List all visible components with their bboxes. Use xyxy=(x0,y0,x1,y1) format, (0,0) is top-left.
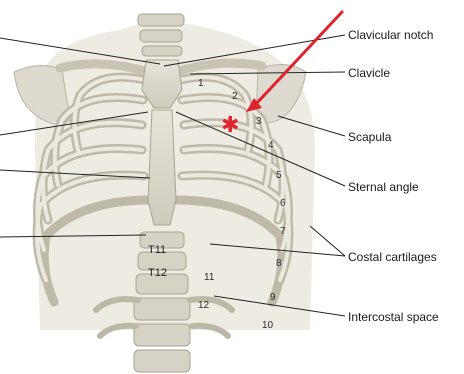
rib-number-10: 10 xyxy=(262,320,274,331)
label-costal-cartilages: Costal cartilages xyxy=(348,250,437,264)
rib-number-5: 5 xyxy=(276,170,282,181)
label-clavicle: Clavicle xyxy=(348,66,390,80)
rib-number-3: 3 xyxy=(256,116,262,127)
label-scapula: Scapula xyxy=(348,130,391,144)
rib-number-4: 4 xyxy=(268,140,274,151)
rib-number-6: 6 xyxy=(280,198,286,209)
label-sternal-angle: Sternal angle xyxy=(348,180,419,194)
label-intercostal-space: Intercostal space xyxy=(348,310,439,324)
rib-number-12: 12 xyxy=(198,300,210,311)
asterisk-icon: ✱ xyxy=(221,113,239,138)
rib-number-2: 2 xyxy=(232,91,238,102)
label-clavicular-notch: Clavicular notch xyxy=(348,28,433,42)
rib-number-9: 9 xyxy=(270,292,276,303)
rib-number-7: 7 xyxy=(280,226,286,237)
rib-number-1: 1 xyxy=(198,78,204,89)
sternum-body xyxy=(148,110,176,225)
rib-number-11: 11 xyxy=(204,272,215,283)
rib-number-8: 8 xyxy=(276,258,282,269)
vertebra-label-t12: T12 xyxy=(148,267,167,279)
vertebra-label-t11: T11 xyxy=(148,244,166,256)
